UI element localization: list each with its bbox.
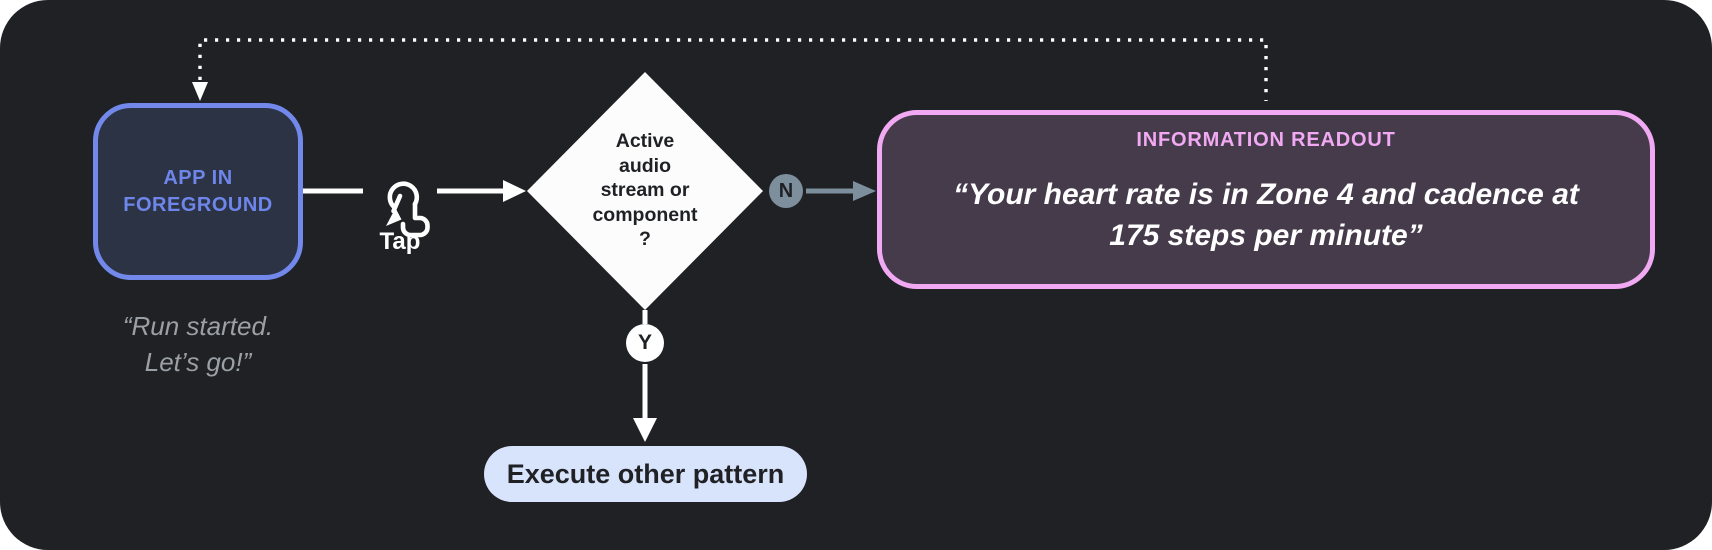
decision-label-line: audio bbox=[619, 154, 671, 177]
app-caption-line2: Let’s go!” bbox=[144, 347, 252, 377]
decision-label-line: stream or bbox=[600, 179, 690, 201]
execute-label: Execute other pattern bbox=[506, 458, 785, 489]
feedback-arrowhead-icon bbox=[192, 82, 208, 101]
arrowhead-icon bbox=[633, 418, 657, 442]
app-caption: “Run started. Let’s go!” bbox=[58, 308, 338, 380]
tap-label: Tap bbox=[379, 228, 421, 255]
decision-label-line: component bbox=[592, 203, 698, 226]
node-information-readout: INFORMATION READOUT “Your heart rate is … bbox=[877, 110, 1655, 289]
readout-quote: “Your heart rate is in Zone 4 and cadenc… bbox=[953, 174, 1579, 256]
arrowhead-icon bbox=[853, 181, 876, 201]
app-label-line2: FOREGROUND bbox=[123, 193, 273, 216]
decision-label: Active audio stream or component ? bbox=[545, 129, 745, 252]
readout-title: INFORMATION READOUT bbox=[1136, 129, 1396, 151]
arrowhead-icon bbox=[503, 180, 526, 202]
connector-tap-to-decision bbox=[437, 180, 526, 202]
branch-y-badge: Y bbox=[626, 324, 664, 362]
readout-quote-line1: “Your heart rate is in Zone 4 and cadenc… bbox=[953, 178, 1579, 211]
feedback-dotted-line bbox=[192, 38, 1268, 101]
app-label-line1: APP IN bbox=[163, 166, 233, 189]
branch-n-badge: N bbox=[769, 174, 803, 208]
node-app-in-foreground: APP IN FOREGROUND bbox=[93, 103, 303, 280]
readout-quote-line2: 175 steps per minute” bbox=[1109, 219, 1423, 252]
decision-label-line: ? bbox=[639, 228, 651, 250]
connector-no-to-readout bbox=[806, 181, 876, 201]
app-caption-line1: “Run started. bbox=[122, 311, 274, 341]
connector-yes-to-execute bbox=[633, 364, 657, 442]
node-execute-other-pattern: Execute other pattern bbox=[484, 446, 807, 502]
decision-label-line: Active bbox=[615, 130, 675, 152]
